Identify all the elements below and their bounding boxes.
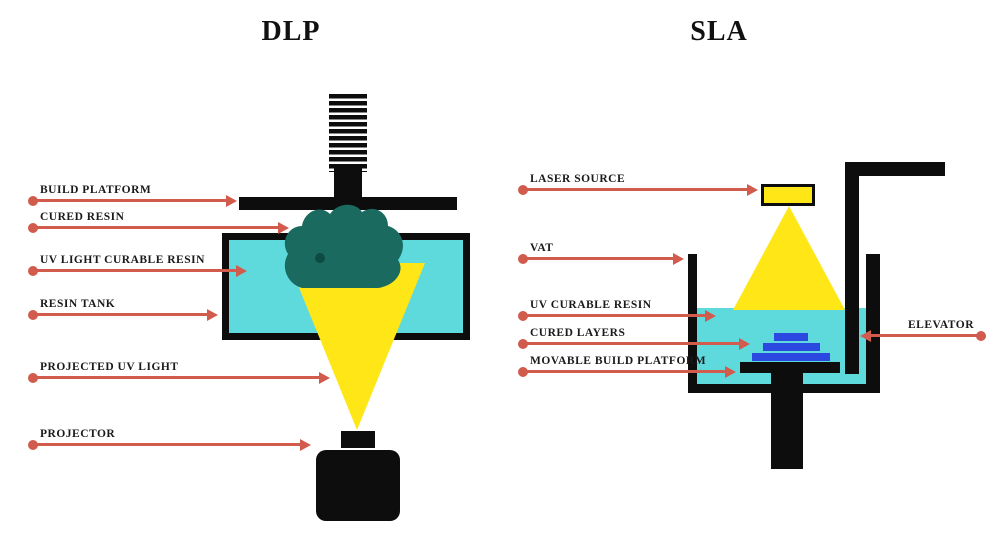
callout-vat: VAT — [518, 240, 684, 265]
connector-line — [522, 314, 707, 317]
arrowhead-icon — [300, 438, 311, 451]
callout-label: MOVABLE BUILD PLATFORM — [530, 355, 707, 367]
callout-label: PROJECTED UV LIGHT — [40, 361, 179, 373]
connector-line — [522, 370, 727, 373]
callout-label: BUILD PLATFORM — [40, 184, 152, 196]
connector-line — [869, 334, 982, 337]
callout-resin-tank: RESIN TANK — [28, 296, 218, 321]
callout-label: CURED LAYERS — [530, 327, 626, 339]
callout-laser-source: LASER SOURCE — [518, 171, 758, 196]
connector-line — [32, 443, 302, 446]
dlp-shaft — [334, 168, 362, 200]
callout-cured-resin: CURED RESIN — [28, 209, 289, 234]
sla-movable-build-platform — [740, 362, 840, 373]
connector-line — [522, 188, 749, 191]
arrowhead-icon — [236, 264, 247, 277]
sla-laser-beam — [733, 206, 845, 310]
sla-vat-left-wall — [688, 254, 697, 393]
callout-cured-layers: CURED LAYERS — [518, 325, 750, 350]
connector-line — [32, 226, 280, 229]
callout-uv-curable-resin: UV CURABLE RESIN — [518, 297, 716, 322]
connector-line — [32, 269, 238, 272]
sla-vat-right-wall — [866, 254, 880, 393]
arrowhead-icon — [860, 329, 871, 342]
arrowhead-icon — [226, 194, 237, 207]
connector-line — [32, 376, 321, 379]
callout-label: RESIN TANK — [40, 298, 116, 310]
connector-line — [32, 199, 228, 202]
dlp-cured-resin-blob — [284, 204, 403, 288]
callout-movable-build-platform: MOVABLE BUILD PLATFORM — [518, 353, 736, 378]
callout-label: VAT — [530, 242, 554, 254]
connector-line — [32, 313, 209, 316]
callout-projected-uv-light: PROJECTED UV LIGHT — [28, 359, 330, 384]
arrowhead-icon — [673, 252, 684, 265]
callout-label: PROJECTOR — [40, 428, 116, 440]
sla-cured-layer-middle — [763, 343, 820, 351]
arrowhead-icon — [725, 365, 736, 378]
sla-cured-layer-top — [774, 333, 808, 341]
connector-line — [522, 342, 741, 345]
callout-elevator: ELEVATOR — [860, 317, 986, 342]
dlp-projector-lens — [341, 431, 375, 448]
sla-cured-layer-bottom — [752, 353, 830, 361]
sla-title: SLA — [690, 16, 748, 47]
dlp-title: DLP — [261, 16, 321, 47]
callout-label: ELEVATOR — [908, 319, 974, 331]
arrowhead-icon — [705, 309, 716, 322]
arrowhead-icon — [278, 221, 289, 234]
connector-line — [522, 257, 675, 260]
sla-elevator-arm — [845, 162, 859, 374]
callout-projector: PROJECTOR — [28, 426, 311, 451]
callout-uv-light-curable-resin: UV LIGHT CURABLE RESIN — [28, 252, 247, 277]
callout-label: CURED RESIN — [40, 211, 125, 223]
dlp-threaded-rod — [329, 94, 367, 172]
sla-pedestal — [771, 373, 803, 469]
callout-label: UV LIGHT CURABLE RESIN — [40, 254, 205, 266]
dlp-projector-body — [316, 450, 400, 521]
arrowhead-icon — [747, 183, 758, 196]
sla-laser-source — [761, 184, 815, 206]
dlp-build-platform-bar — [239, 197, 457, 210]
arrowhead-icon — [319, 371, 330, 384]
arrowhead-icon — [207, 308, 218, 321]
callout-label: LASER SOURCE — [530, 173, 626, 185]
arrowhead-icon — [739, 337, 750, 350]
callout-label: UV CURABLE RESIN — [530, 299, 652, 311]
callout-build-platform: BUILD PLATFORM — [28, 182, 237, 207]
sla-frame-top-bar — [845, 162, 945, 176]
